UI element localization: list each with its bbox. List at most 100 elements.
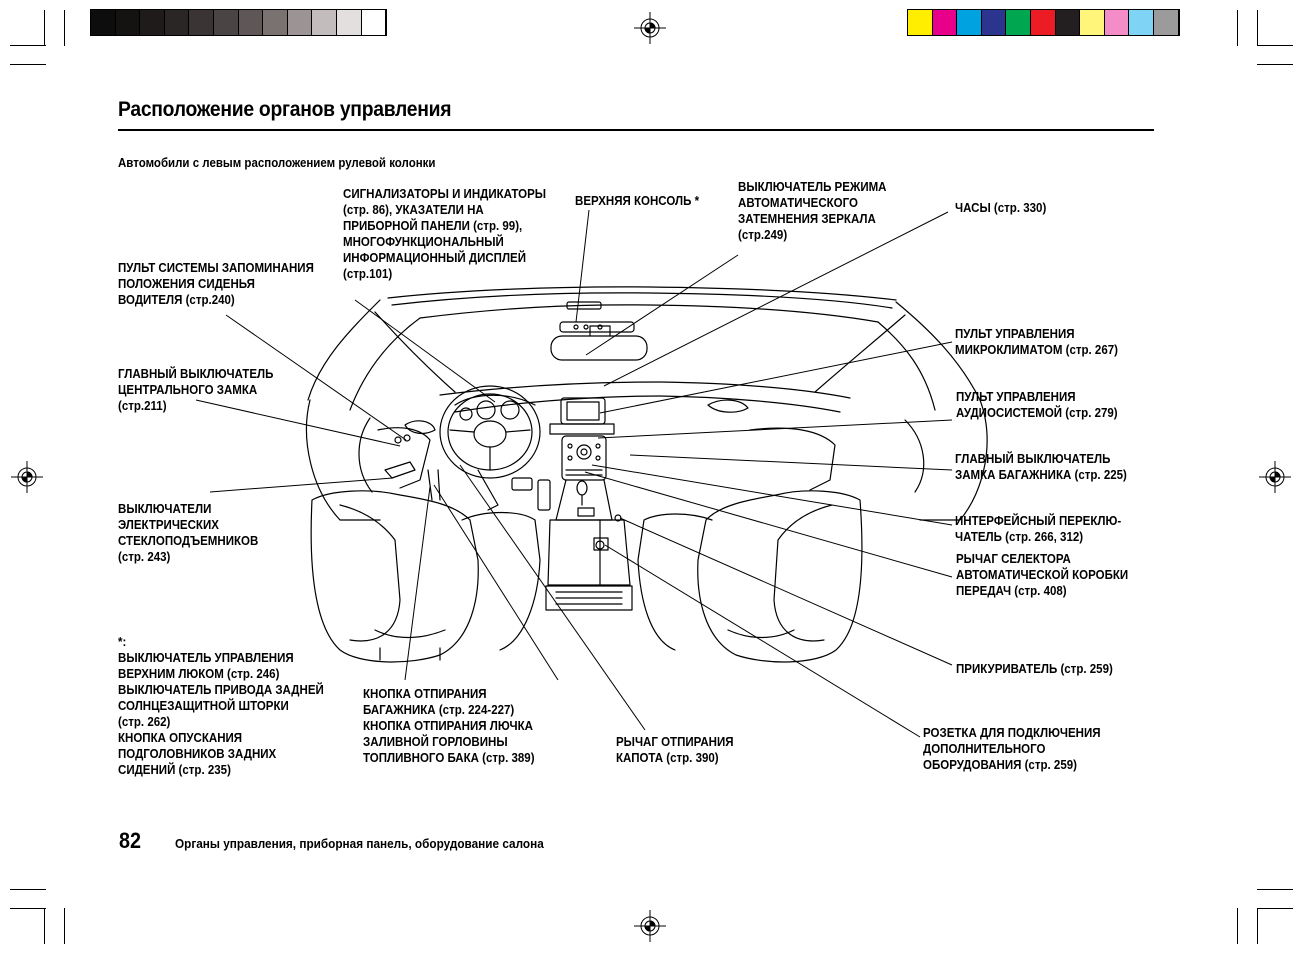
callout-line: ЭЛЕКТРИЧЕСКИХ <box>118 517 219 532</box>
page-number: 82 <box>119 828 142 853</box>
color-swatch <box>287 10 313 35</box>
crop-mark <box>1237 10 1238 46</box>
color-swatch <box>981 10 1007 35</box>
color-swatch <box>115 10 141 35</box>
callout-line: ПРИБОРНОЙ ПАНЕЛИ (стр. 99), <box>343 218 523 233</box>
callout-line: ПЕРЕДАЧ (стр. 408) <box>956 583 1067 598</box>
title-rule <box>118 129 1154 131</box>
callout-line: РЫЧАГ СЕЛЕКТОРА <box>956 551 1071 566</box>
callout-line: ВЕРХНИМ ЛЮКОМ (стр. 246) <box>118 666 280 681</box>
registration-mark-icon <box>1259 461 1291 493</box>
color-swatch <box>213 10 239 35</box>
color-swatch <box>1153 10 1179 35</box>
color-swatch <box>336 10 362 35</box>
crop-mark <box>64 908 65 944</box>
crop-mark <box>1237 908 1238 944</box>
callout-line: АВТОМАТИЧЕСКОГО <box>738 195 858 210</box>
callout-line: КНОПКА ОТПИРАНИЯ <box>363 686 487 701</box>
color-swatch <box>91 10 116 35</box>
callout-line: ЦЕНТРАЛЬНОГО ЗАМКА <box>118 382 258 397</box>
callout-line: ЧАСЫ (стр. 330) <box>955 200 1047 215</box>
crop-mark <box>64 10 65 46</box>
callout-line: ГЛАВНЫЙ ВЫКЛЮЧАТЕЛЬ <box>955 451 1111 466</box>
callout-line: ДОПОЛНИТЕЛЬНОГО <box>923 741 1046 756</box>
callout-line: ЗАЛИВНОЙ ГОРЛОВИНЫ <box>363 734 508 749</box>
registration-mark-icon <box>11 461 43 493</box>
callout-line: СОЛНЦЕЗАЩИТНОЙ ШТОРКИ <box>118 698 289 713</box>
callout-line: ИНТЕРФЕЙСНЫЙ ПЕРЕКЛЮ- <box>955 513 1122 528</box>
registration-mark-icon <box>634 910 666 942</box>
crop-mark <box>1257 64 1293 65</box>
crop-mark <box>1257 45 1293 46</box>
callout-line: (стр.101) <box>343 266 393 281</box>
crop-mark <box>1257 908 1258 944</box>
callout-line: (стр. 243) <box>118 549 171 564</box>
callout-line: ОБОРУДОВАНИЯ (стр. 259) <box>923 757 1077 772</box>
crop-mark <box>44 908 45 944</box>
callout-line: ВЫКЛЮЧАТЕЛЬ РЕЖИМА <box>738 179 887 194</box>
color-swatch <box>957 10 982 35</box>
callout-line: СТЕКЛОПОДЪЕМНИКОВ <box>118 533 259 548</box>
callout-line: ВОДИТЕЛЯ (стр.240) <box>118 292 235 307</box>
color-swatch <box>1030 10 1056 35</box>
page-footer: Органы управления, приборная панель, обо… <box>175 836 544 851</box>
color-swatch <box>263 10 288 35</box>
callout-line: (стр. 86), УКАЗАТЕЛИ НА <box>343 202 484 217</box>
crop-mark <box>10 908 46 909</box>
callout-line: БАГАЖНИКА (стр. 224-227) <box>363 702 515 717</box>
callout-line: СИДЕНИЙ (стр. 235) <box>118 762 231 777</box>
color-swatch <box>189 10 214 35</box>
callout-line: ЗАМКА БАГАЖНИКА (стр. 225) <box>955 467 1127 482</box>
callout-line: ПРИКУРИВАТЕЛЬ (стр. 259) <box>956 661 1113 676</box>
callout-line: ГЛАВНЫЙ ВЫКЛЮЧАТЕЛЬ <box>118 366 274 381</box>
color-swatch <box>1104 10 1130 35</box>
callout-line: КНОПКА ОПУСКАНИЯ <box>118 730 243 745</box>
callout-line: ПОДГОЛОВНИКОВ ЗАДНИХ <box>118 746 277 761</box>
color-swatch <box>1080 10 1105 35</box>
callout-line: (стр.211) <box>118 398 167 413</box>
color-swatch <box>1006 10 1031 35</box>
callout-line: ПУЛЬТ СИСТЕМЫ ЗАПОМИНАНИЯ <box>118 260 314 275</box>
callout-line: КНОПКА ОТПИРАНИЯ ЛЮЧКА <box>363 718 533 733</box>
crop-mark <box>10 45 46 46</box>
callout-clock: ЧАСЫ (стр. 330) <box>955 200 1046 216</box>
callout-line: РОЗЕТКА ДЛЯ ПОДКЛЮЧЕНИЯ <box>923 725 1101 740</box>
crop-mark <box>44 10 45 46</box>
callout-indicators: СИГНАЛИЗАТОРЫ И ИНДИКАТОРЫ(стр. 86), УКА… <box>343 186 546 282</box>
callout-line: СИГНАЛИЗАТОРЫ И ИНДИКАТОРЫ <box>343 186 547 201</box>
grayscale-color-bar <box>90 9 388 36</box>
registration-mark-icon <box>634 12 666 44</box>
page-subtitle: Автомобили с левым расположением рулевой… <box>118 156 436 170</box>
callout-interface-selector: ИНТЕРФЕЙСНЫЙ ПЕРЕКЛЮ-ЧАТЕЛЬ (стр. 266, 3… <box>955 513 1121 545</box>
callout-line: ВЫКЛЮЧАТЕЛИ <box>118 501 212 516</box>
callout-line: ПУЛЬТ УПРАВЛЕНИЯ <box>955 326 1075 341</box>
callout-line: ТОПЛИВНОГО БАКА (стр. 389) <box>363 750 535 765</box>
callout-line: (стр. 262) <box>118 714 171 729</box>
callout-line: ИНФОРМАЦИОННЫЙ ДИСПЛЕЙ <box>343 250 526 265</box>
callout-overhead-console: ВЕРХНЯЯ КОНСОЛЬ * <box>575 193 699 209</box>
callout-line: АВТОМАТИЧЕСКОЙ КОРОБКИ <box>956 567 1129 582</box>
process-color-bar <box>907 9 1180 36</box>
callout-line: ПУЛЬТ УПРАВЛЕНИЯ <box>956 389 1076 404</box>
color-swatch <box>932 10 958 35</box>
callout-line: *: <box>118 634 127 649</box>
callout-line: АУДИОСИСТЕМОЙ (стр. 279) <box>956 405 1118 420</box>
color-swatch <box>238 10 264 35</box>
callout-line: ЧАТЕЛЬ (стр. 266, 312) <box>955 529 1084 544</box>
callout-line: ПОЛОЖЕНИЯ СИДЕНЬЯ <box>118 276 255 291</box>
callout-line: (стр.249) <box>738 227 788 242</box>
callout-line: ВЫКЛЮЧАТЕЛЬ ПРИВОДА ЗАДНЕЙ <box>118 682 324 697</box>
